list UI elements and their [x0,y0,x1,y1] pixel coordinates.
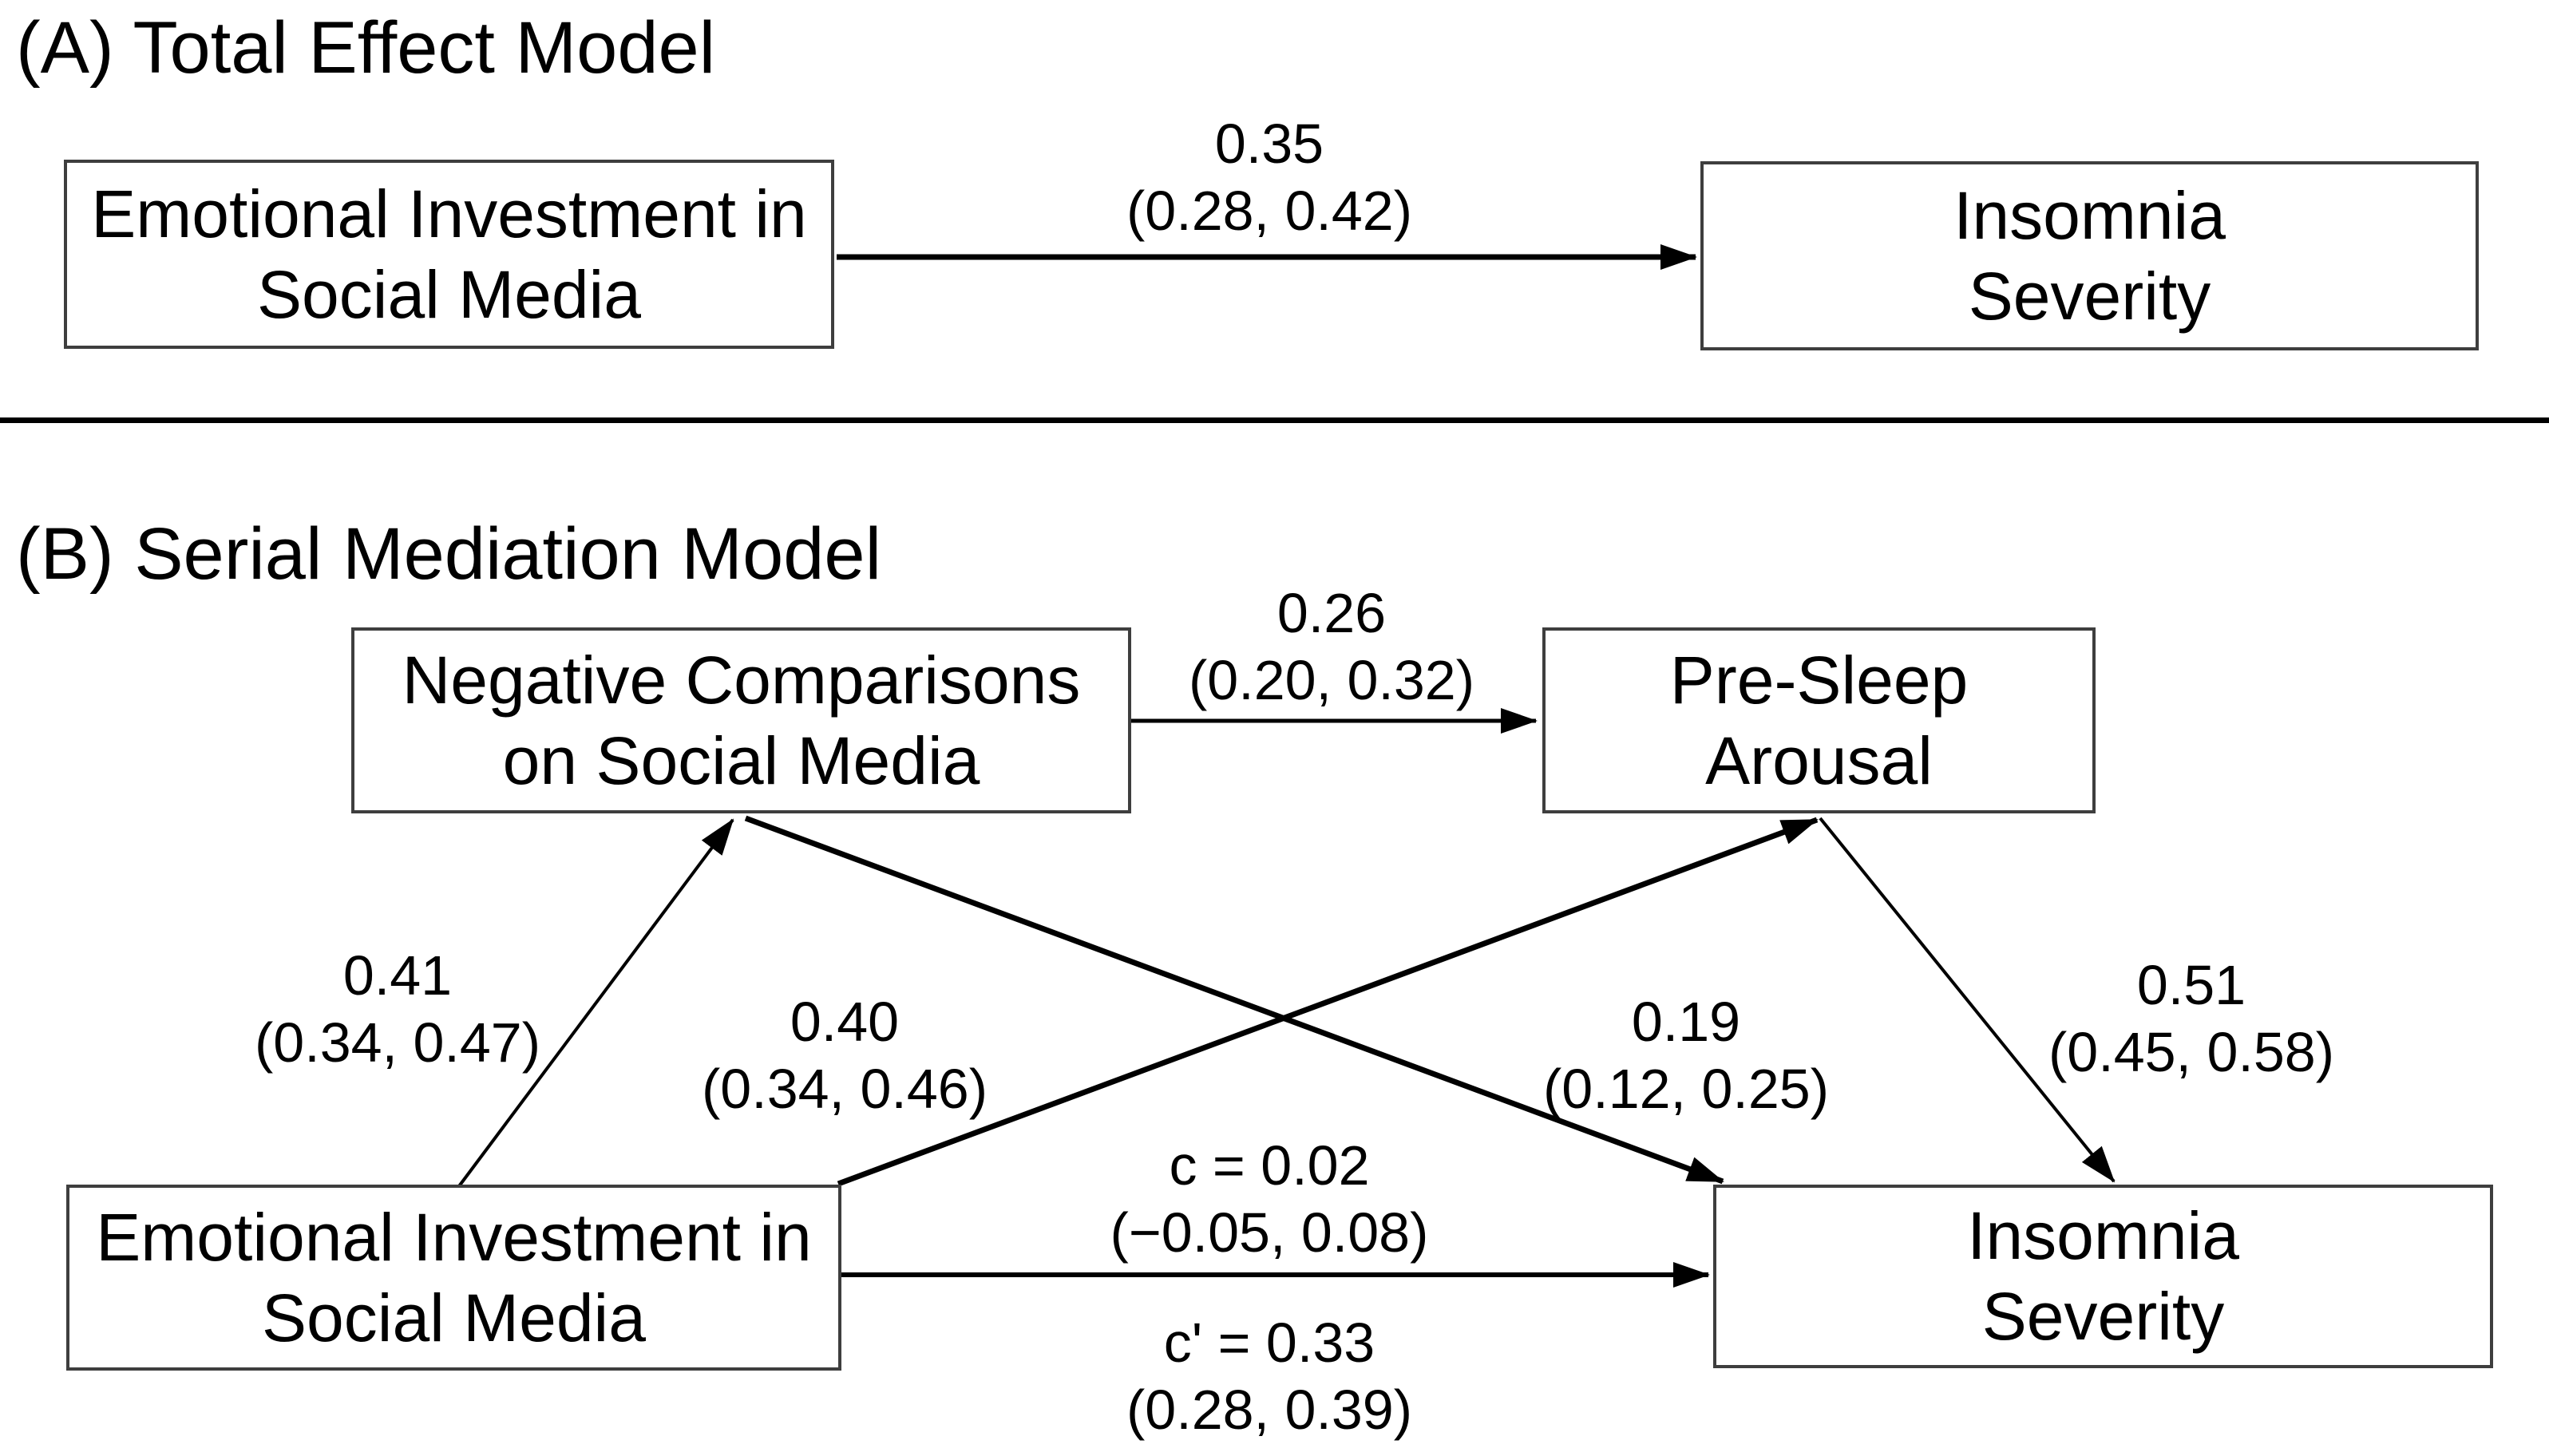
d21-ci: (0.20, 0.32) [1189,649,1474,711]
panel-b-mediator2-label-line1: Pre-Sleep [1669,642,1969,718]
a1-ci: (0.34, 0.47) [255,1011,540,1074]
panel-a-predictor-label-line2: Social Media [257,256,641,332]
a2-value: 0.40 [790,991,900,1053]
panel-b-outcome-label-line2: Severity [1981,1279,2225,1354]
b2-value: 0.51 [2136,954,2246,1016]
a1-coefficient: 0.41 (0.34, 0.47) [78,942,717,1076]
arrow-mediator2-to-outcome [1819,817,2116,1183]
panel-a-predictor-label-line1: Emotional Investment in [91,176,807,251]
panel-b-predictor-label-line2: Social Media [262,1280,646,1355]
panel-b-predictor-label-line1: Emotional Investment in [96,1199,812,1275]
c-prime-value: c' = 0.33 [1163,1312,1375,1374]
panel-b-title: (B) Serial Mediation Model [16,513,882,595]
b1-value: 0.19 [1631,991,1741,1053]
panel-a-title: (A) Total Effect Model [16,7,716,89]
total-effect-value: 0.35 [1214,113,1324,175]
total-effect-ci: (0.28, 0.42) [1126,180,1412,242]
panel-a-outcome-label-line1: Insomnia [1953,177,2226,253]
arrow-mediator1-to-outcome [744,815,1724,1185]
arrow-predictor-to-mediator1 [457,818,734,1188]
panel-b-mediator1-label-line2: on Social Media [502,722,980,798]
b1-coefficient: 0.19 (0.12, 0.25) [1367,988,2005,1122]
a2-coefficient: 0.40 (0.34, 0.46) [525,988,1164,1122]
panel-b-predictor-box: Emotional Investment in Social Media [66,1185,841,1371]
c-prime-ci: (0.28, 0.39) [1126,1379,1412,1441]
c-ci: (−0.05, 0.08) [1110,1201,1429,1264]
panel-b-mediator2-box: Pre-Sleep Arousal [1542,627,2096,813]
a1-value: 0.41 [342,944,453,1007]
panel-b-outcome-box: Insomnia Severity [1713,1185,2493,1368]
d21-coefficient: 0.26 (0.20, 0.32) [1012,580,1651,714]
b1-ci: (0.12, 0.25) [1543,1058,1829,1120]
a2-ci: (0.34, 0.46) [702,1058,988,1120]
panel-b-mediator1-box: Negative Comparisons on Social Media [351,627,1131,813]
panel-b-outcome-label-line1: Insomnia [1967,1198,2239,1273]
total-effect-coefficient: 0.35 (0.28, 0.42) [950,110,1589,244]
panel-a-outcome-label-line2: Severity [1968,258,2211,334]
c-coefficient: c = 0.02 (−0.05, 0.08) [950,1132,1589,1266]
b2-ci: (0.45, 0.58) [2048,1021,2334,1083]
d21-value: 0.26 [1276,582,1387,644]
c-value: c = 0.02 [1169,1134,1370,1197]
panel-divider-line [0,417,2549,423]
panel-a-predictor-box: Emotional Investment in Social Media [64,160,834,349]
panel-b-mediator1-label-line1: Negative Comparisons [402,642,1081,718]
arrow-predictor-to-mediator2 [837,817,1819,1187]
panel-b-mediator2-label-line2: Arousal [1705,722,1933,798]
b2-coefficient: 0.51 (0.45, 0.58) [1872,952,2511,1086]
panel-a-outcome-box: Insomnia Severity [1700,161,2479,350]
c-prime-coefficient: c' = 0.33 (0.28, 0.39) [950,1309,1589,1443]
